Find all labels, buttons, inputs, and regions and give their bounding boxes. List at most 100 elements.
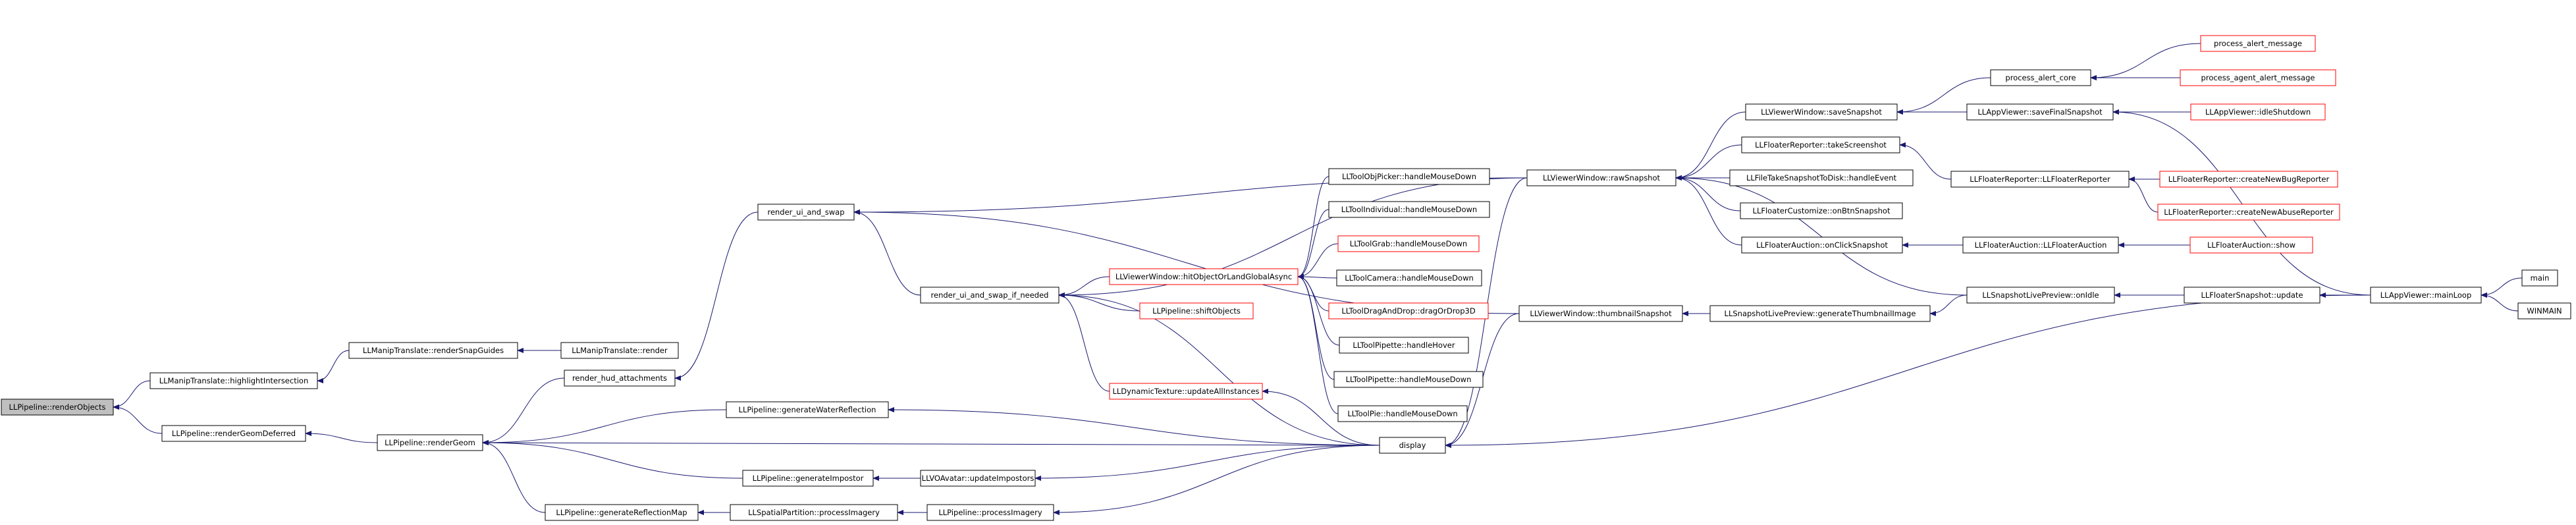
call-edge — [1899, 142, 1952, 180]
function-node[interactable]: render_ui_and_swap — [757, 204, 855, 221]
node-label: LLFloaterReporter::createNewAbuseReporte… — [2164, 207, 2334, 217]
node-box — [2157, 204, 2340, 221]
function-node[interactable]: LLFloaterReporter::LLFloaterReporter — [1950, 171, 2130, 188]
node-label: LLSpatialPartition::processImagery — [748, 508, 880, 517]
node-box — [1990, 69, 2091, 86]
node-label: LLToolObjPicker::handleMouseDown — [1342, 172, 1476, 181]
function-node[interactable]: display — [1379, 437, 1446, 454]
node-box — [1962, 236, 2119, 254]
call-edge — [2128, 177, 2159, 213]
function-node[interactable]: LLFloaterAuction::onClickSnapshot — [1741, 236, 1903, 254]
function-node[interactable]: LLPipeline::generateImpostor — [742, 470, 874, 487]
function-node[interactable]: LLToolPipette::handleMouseDown — [1333, 371, 1484, 388]
function-node[interactable]: LLViewerWindow::saveSnapshot — [1745, 103, 1898, 121]
function-node[interactable]: LLFileTakeSnapshotToDisk::handleEvent — [1729, 169, 1914, 186]
function-node[interactable]: LLPipeline::renderGeom — [377, 434, 483, 451]
call-edge — [1297, 176, 1329, 279]
function-node[interactable]: LLAppViewer::saveFinalSnapshot — [1966, 103, 2114, 121]
node-box — [920, 470, 1036, 487]
node-label: LLToolCamera::handleMouseDown — [1345, 273, 1474, 283]
function-node[interactable]: LLSpatialPartition::processImagery — [730, 504, 898, 521]
function-node[interactable]: process_alert_message — [2200, 35, 2316, 52]
node-box — [560, 342, 679, 359]
node-label: LLSnapshotLivePreview::onIdle — [1982, 290, 2099, 300]
function-node[interactable]: process_agent_alert_message — [2180, 69, 2336, 86]
function-node[interactable]: process_alert_core — [1990, 69, 2091, 86]
function-node[interactable]: LLSnapshotLivePreview::generateThumbnail… — [1709, 305, 1931, 322]
function-node[interactable]: LLFloaterAuction::show — [2189, 236, 2313, 254]
function-node[interactable]: LLToolObjPicker::handleMouseDown — [1328, 168, 1490, 185]
function-node[interactable]: LLFloaterSnapshot::update — [2184, 287, 2321, 304]
node-label: LLToolIndividual::handleMouseDown — [1341, 205, 1477, 214]
node-box — [1328, 168, 1490, 185]
function-node[interactable]: LLManipTranslate::renderSnapGuides — [348, 342, 518, 359]
function-node[interactable]: LLToolCamera::handleMouseDown — [1336, 269, 1482, 287]
function-node[interactable]: LLFloaterReporter::createNewAbuseReporte… — [2157, 204, 2340, 221]
node-box — [1, 399, 114, 416]
function-node[interactable]: WINMAIN — [2517, 302, 2571, 319]
call-edge — [482, 440, 743, 479]
call-edge — [1675, 175, 1742, 246]
function-node[interactable]: LLViewerWindow::hitObjectOrLandGlobalAsy… — [1109, 268, 1299, 285]
function-node[interactable]: render_hud_attachments — [564, 370, 676, 387]
node-box — [2521, 269, 2558, 287]
function-node[interactable]: LLViewerWindow::rawSnapshot — [1526, 169, 1677, 186]
call-edge — [1297, 274, 1337, 280]
node-label: render_hud_attachments — [572, 373, 667, 383]
call-edge — [482, 440, 1380, 446]
function-node[interactable]: LLManipTranslate::highlightIntersection — [149, 372, 318, 389]
node-label: LLPipeline::generateWaterReflection — [739, 405, 876, 414]
call-edge — [853, 209, 921, 296]
node-box — [2200, 35, 2316, 52]
function-node[interactable]: LLDynamicTexture::updateAllInstances — [1109, 383, 1263, 400]
call-edge — [1297, 274, 1339, 414]
node-box — [2517, 302, 2571, 319]
function-node[interactable]: LLFloaterAuction::LLFloaterAuction — [1962, 236, 2119, 254]
function-node[interactable]: main — [2521, 269, 2558, 287]
node-label: LLManipTranslate::highlightIntersection — [159, 376, 309, 385]
node-label: LLFloaterSnapshot::update — [2201, 290, 2303, 300]
node-label: LLAppViewer::idleShutdown — [2205, 107, 2311, 117]
node-box — [1950, 171, 2130, 188]
function-node[interactable]: LLToolPie::handleMouseDown — [1337, 405, 1468, 422]
function-node[interactable]: LLSnapshotLivePreview::onIdle — [1966, 287, 2115, 304]
function-node[interactable]: LLToolPipette::handleHover — [1339, 337, 1469, 354]
function-node[interactable]: LLPipeline::generateReflectionMap — [545, 504, 699, 521]
node-label: render_ui_and_swap_if_needed — [931, 290, 1049, 300]
function-node[interactable]: LLPipeline::processImagery — [926, 504, 1054, 521]
function-node[interactable]: LLFloaterReporter::takeScreenshot — [1741, 136, 1900, 153]
node-label: LLPipeline::renderGeomDeferred — [172, 429, 296, 438]
function-node[interactable]: LLManipTranslate::render — [560, 342, 679, 359]
function-node[interactable]: LLPipeline::generateWaterReflection — [726, 401, 889, 418]
call-edge — [2112, 109, 2371, 296]
call-edge — [1262, 389, 1380, 446]
node-box — [1337, 405, 1468, 422]
node-label: LLDynamicTexture::updateAllInstances — [1112, 387, 1259, 396]
call-edge — [482, 377, 565, 445]
call-edge — [1297, 274, 1340, 346]
function-node[interactable]: LLViewerWindow::thumbnailSnapshot — [1518, 305, 1683, 322]
function-node[interactable]: LLPipeline::shiftObjects — [1139, 302, 1254, 319]
function-node[interactable]: LLAppViewer::mainLoop — [2370, 287, 2482, 304]
node-label: WINMAIN — [2527, 306, 2562, 316]
node-label: LLPipeline::shiftObjects — [1152, 306, 1241, 316]
function-node[interactable]: LLToolIndividual::handleMouseDown — [1328, 201, 1490, 218]
call-edge — [482, 440, 546, 513]
function-node[interactable]: LLFloaterReporter::createNewBugReporter — [2159, 171, 2338, 188]
function-node[interactable]: render_ui_and_swap_if_needed — [920, 287, 1060, 304]
function-node[interactable]: LLFloaterCustomize::onBtnSnapshot — [1740, 202, 1903, 219]
function-node[interactable]: LLPipeline::renderGeomDeferred — [161, 425, 306, 442]
node-label: LLPipeline::renderObjects — [9, 402, 106, 412]
function-node[interactable]: LLAppViewer::idleShutdown — [2190, 103, 2326, 121]
node-label: LLAppViewer::mainLoop — [2380, 290, 2472, 300]
function-node[interactable]: LLVOAvatar::updateImpostors — [920, 470, 1036, 487]
node-label: main — [2531, 273, 2550, 283]
node-box — [2189, 236, 2313, 254]
node-box — [348, 342, 518, 359]
function-node[interactable]: LLToolGrab::handleMouseDown — [1337, 235, 1480, 252]
node-box — [926, 504, 1054, 521]
function-node[interactable]: LLToolDragAndDrop::dragOrDrop3D — [1328, 302, 1489, 319]
node-label: LLPipeline::processImagery — [938, 508, 1042, 517]
call-edge — [1896, 77, 1991, 115]
